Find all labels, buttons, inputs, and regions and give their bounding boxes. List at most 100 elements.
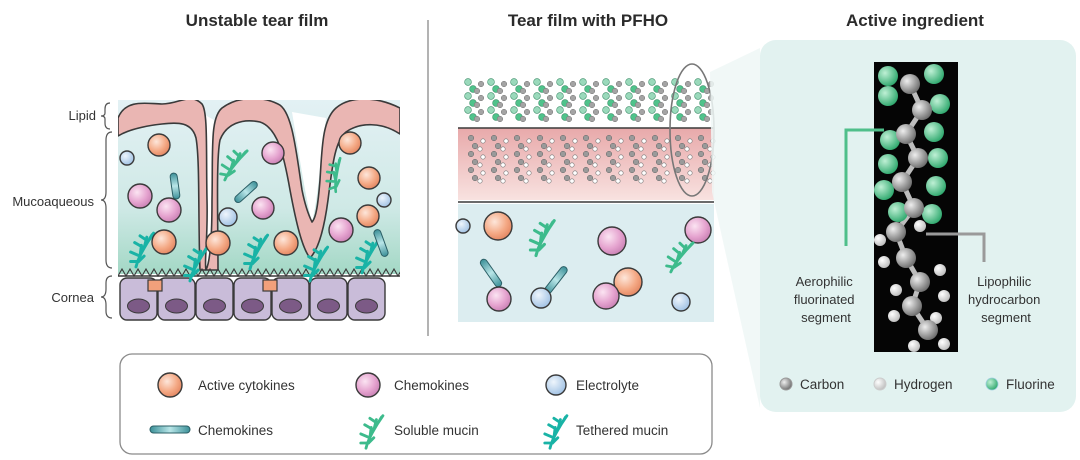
fluorine-atom-icon: [985, 377, 999, 391]
hydrogen-atom: [480, 138, 486, 144]
carbon-atom: [542, 101, 550, 109]
hydrogen-atom: [572, 138, 578, 144]
carbon-atom: [678, 142, 686, 150]
cell-nucleus: [317, 298, 340, 314]
carbon-atom: [651, 166, 659, 174]
carbon-atom: [517, 142, 525, 150]
carbon-atom: [628, 166, 636, 174]
hydrogen-atom: [569, 178, 575, 184]
hydrogen-atom: [546, 146, 552, 152]
hydrogen-atom: [477, 178, 483, 184]
cell-nucleus: [241, 298, 264, 314]
hydrogen-atom: [480, 154, 486, 160]
carbon-atom: [611, 87, 619, 95]
hydrogen-atom: [592, 146, 598, 152]
legend-box: [119, 353, 713, 455]
fluorine-atom: [464, 106, 472, 114]
fluorine-atom: [878, 66, 898, 86]
lipophilic-pointer: [926, 232, 986, 262]
carbon-atom: [494, 174, 502, 182]
layer-labels: Lipid Mucoaqueous Cornea: [12, 102, 113, 319]
hydrogen-atom: [687, 170, 693, 176]
hydrogen-atom: [878, 256, 890, 268]
carbon-atom-icon: [779, 377, 793, 391]
active-cytokine: [273, 230, 299, 256]
hydrogen-atom: [615, 162, 621, 168]
hydrogen-atom: [503, 154, 509, 160]
active-cytokine: [338, 131, 362, 155]
legend-soluble-mucin: Soluble mucin: [394, 423, 479, 438]
carbon-atom: [582, 134, 590, 142]
carbon-atom: [563, 158, 571, 166]
carbon-atom: [540, 174, 548, 182]
hydrogen-atom: [661, 178, 667, 184]
legend-chemokines-sphere: Chemokines: [394, 378, 469, 393]
atom-label-carbon: Carbon: [800, 377, 844, 392]
middle-particles: [455, 211, 712, 312]
hydrogen-atom: [503, 170, 509, 176]
carbon-atom: [697, 166, 705, 174]
active-cytokine: [613, 267, 643, 297]
carbon-atom: [588, 87, 596, 95]
chemokine-rod: [373, 229, 389, 257]
electrolyte: [119, 150, 135, 166]
left-particles: [119, 131, 392, 283]
carbon-atom: [638, 94, 646, 102]
fluorine-atom: [487, 92, 495, 100]
hydrogen-atom: [549, 154, 555, 160]
carbon-atom: [471, 142, 479, 150]
hydrogen-atom: [526, 154, 532, 160]
fluorine-atom: [648, 106, 656, 114]
carbon-atom: [523, 108, 531, 116]
cornea-cells: [119, 277, 386, 321]
carbon-atom: [559, 134, 567, 142]
tight-junction: [262, 279, 278, 292]
carbon-atom: [680, 115, 688, 123]
hydrogen-atom: [914, 220, 926, 232]
carbon-atom: [638, 108, 646, 116]
carbon-atom: [703, 101, 711, 109]
carbon-atom: [494, 142, 502, 150]
chemokine-sphere: [127, 183, 153, 209]
carbon-atom: [536, 150, 544, 158]
carbon-atom: [500, 80, 508, 88]
fluorine-atom: [878, 86, 898, 106]
carbon-atom: [655, 158, 663, 166]
carbon-atom: [615, 94, 623, 102]
carbon-atom: [678, 158, 686, 166]
carbon-atom: [697, 134, 705, 142]
carbon-atom: [674, 166, 682, 174]
carbon-atom: [473, 115, 481, 123]
unstable-tear-film-illustration: [118, 100, 400, 322]
carbon-atom: [582, 150, 590, 158]
carbon-atom: [477, 80, 485, 88]
carbon-atom: [477, 94, 485, 102]
electrolyte: [376, 192, 392, 208]
carbon-atom: [546, 94, 554, 102]
soluble-mucin: [665, 241, 695, 274]
carbon-atom: [632, 142, 640, 150]
tethered-mucin: [243, 233, 270, 271]
hydrogen-atom: [503, 138, 509, 144]
carbon-atom: [900, 74, 920, 94]
label-lipid: Lipid: [69, 108, 96, 123]
hydrogen-atom: [684, 162, 690, 168]
carbon-atom: [513, 150, 521, 158]
fluorine-atom: [625, 78, 633, 86]
carbon-atom: [523, 94, 531, 102]
fluorine-atom: [510, 106, 518, 114]
label-mucoaqueous: Mucoaqueous: [12, 194, 94, 209]
hydrogen-atom: [938, 290, 950, 302]
particle-legend: Active cytokines Chemokines Electrolyte …: [119, 353, 713, 455]
hydrogen-atom: [526, 170, 532, 176]
legend-active-cytokines: Active cytokines: [198, 378, 295, 393]
hydrogen-atom: [615, 146, 621, 152]
carbon-atom: [536, 134, 544, 142]
fluorine-atom: [533, 92, 541, 100]
carbon-atom: [546, 80, 554, 88]
carbon-atom: [628, 150, 636, 158]
carbon-atom: [634, 115, 642, 123]
legend-tethered-mucin: Tethered mucin: [576, 423, 668, 438]
fluorine-atom: [602, 92, 610, 100]
pfho-tear-film-illustration: [455, 58, 716, 322]
